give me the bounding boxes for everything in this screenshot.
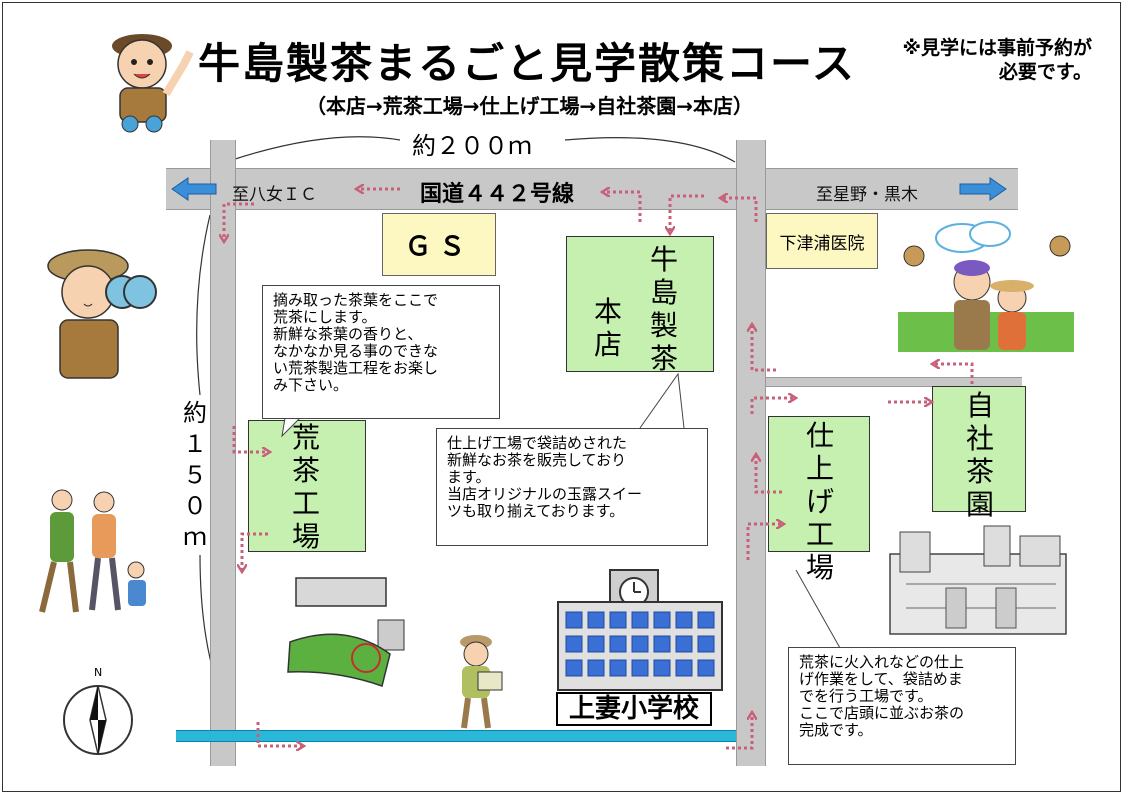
route-arrow: [726, 714, 752, 750]
river: [176, 730, 736, 742]
page-title: 牛島製茶まるごと見学散策コース: [198, 39, 856, 88]
arrow-right-icon: [959, 177, 1007, 201]
hiking-family-icon: [39, 489, 146, 613]
school-label: 上妻小学校: [556, 692, 712, 726]
distance-vertical: 約 １ ５ ０ ｍ: [183, 399, 207, 551]
route-arrow: [242, 532, 268, 570]
route-arrow: [934, 364, 974, 384]
route-arrow: [756, 456, 782, 494]
hospital: 下津浦医院: [766, 213, 878, 269]
road-name: 国道４４２号線: [420, 182, 575, 207]
main-store: 牛島製茶 本店: [566, 236, 714, 375]
compass-icon: [63, 685, 133, 755]
side-road: [766, 377, 1022, 387]
school-building-icon: [557, 569, 723, 691]
route-arrow: [604, 192, 642, 222]
main-store-callout: 仕上げ工場で袋詰めされた 新鮮なお茶を販売しており ます。 当店オリジナルの玉露…: [436, 428, 708, 546]
finishing-factory-machine-icon: [889, 525, 1067, 635]
arrow-left-icon: [171, 177, 217, 201]
explorer-boy-icon: [112, 34, 194, 133]
route-arrow: [224, 202, 254, 240]
right-destination: 至星野・黒木: [816, 185, 918, 205]
shiage-factory: 仕上げ工場: [768, 416, 870, 584]
left-destination: 至八女ＩＣ: [232, 185, 317, 205]
route-arrow: [670, 194, 704, 232]
main-store-branch: 本店: [593, 295, 622, 361]
route-arrow: [232, 426, 268, 452]
aracha-factory: 荒茶工場: [248, 420, 366, 553]
route-arrow: [722, 198, 758, 222]
reservation-note: ※見学には事前予約が 必要です。: [902, 37, 1092, 83]
route-arrow: [256, 722, 302, 746]
binocular-girl-icon: [47, 249, 157, 379]
route-arrow: [752, 326, 776, 372]
west-road: [210, 140, 236, 766]
route-arrow: [746, 524, 782, 560]
farmers-icon: [898, 221, 1074, 352]
distance-horizontal: 約２００ｍ: [412, 132, 532, 160]
route-subtitle: （本店→荒茶工場→仕上げ工場→自社茶園→本店）: [306, 94, 754, 118]
route-arrow: [750, 398, 794, 414]
roller-machine-icon: [287, 577, 405, 687]
gas-station: ＧＳ: [382, 213, 496, 276]
east-road: [736, 140, 766, 766]
national-route-442: [166, 168, 1018, 210]
tea-garden: 自社茶園: [932, 386, 1026, 521]
shiage-callout: 荒茶に火入れなどの仕上 げ作業をして、袋詰めま でを行う工場です。 ここで店頭に…: [788, 647, 1016, 765]
compass-north-label: N: [94, 666, 103, 679]
hiker-with-map-icon: [460, 635, 503, 729]
aracha-callout: 摘み取った茶葉をここで 荒茶にします。 新鮮な茶葉の香りと、 なかなか見る事ので…: [262, 285, 500, 419]
main-store-name: 牛島製茶: [649, 243, 678, 375]
